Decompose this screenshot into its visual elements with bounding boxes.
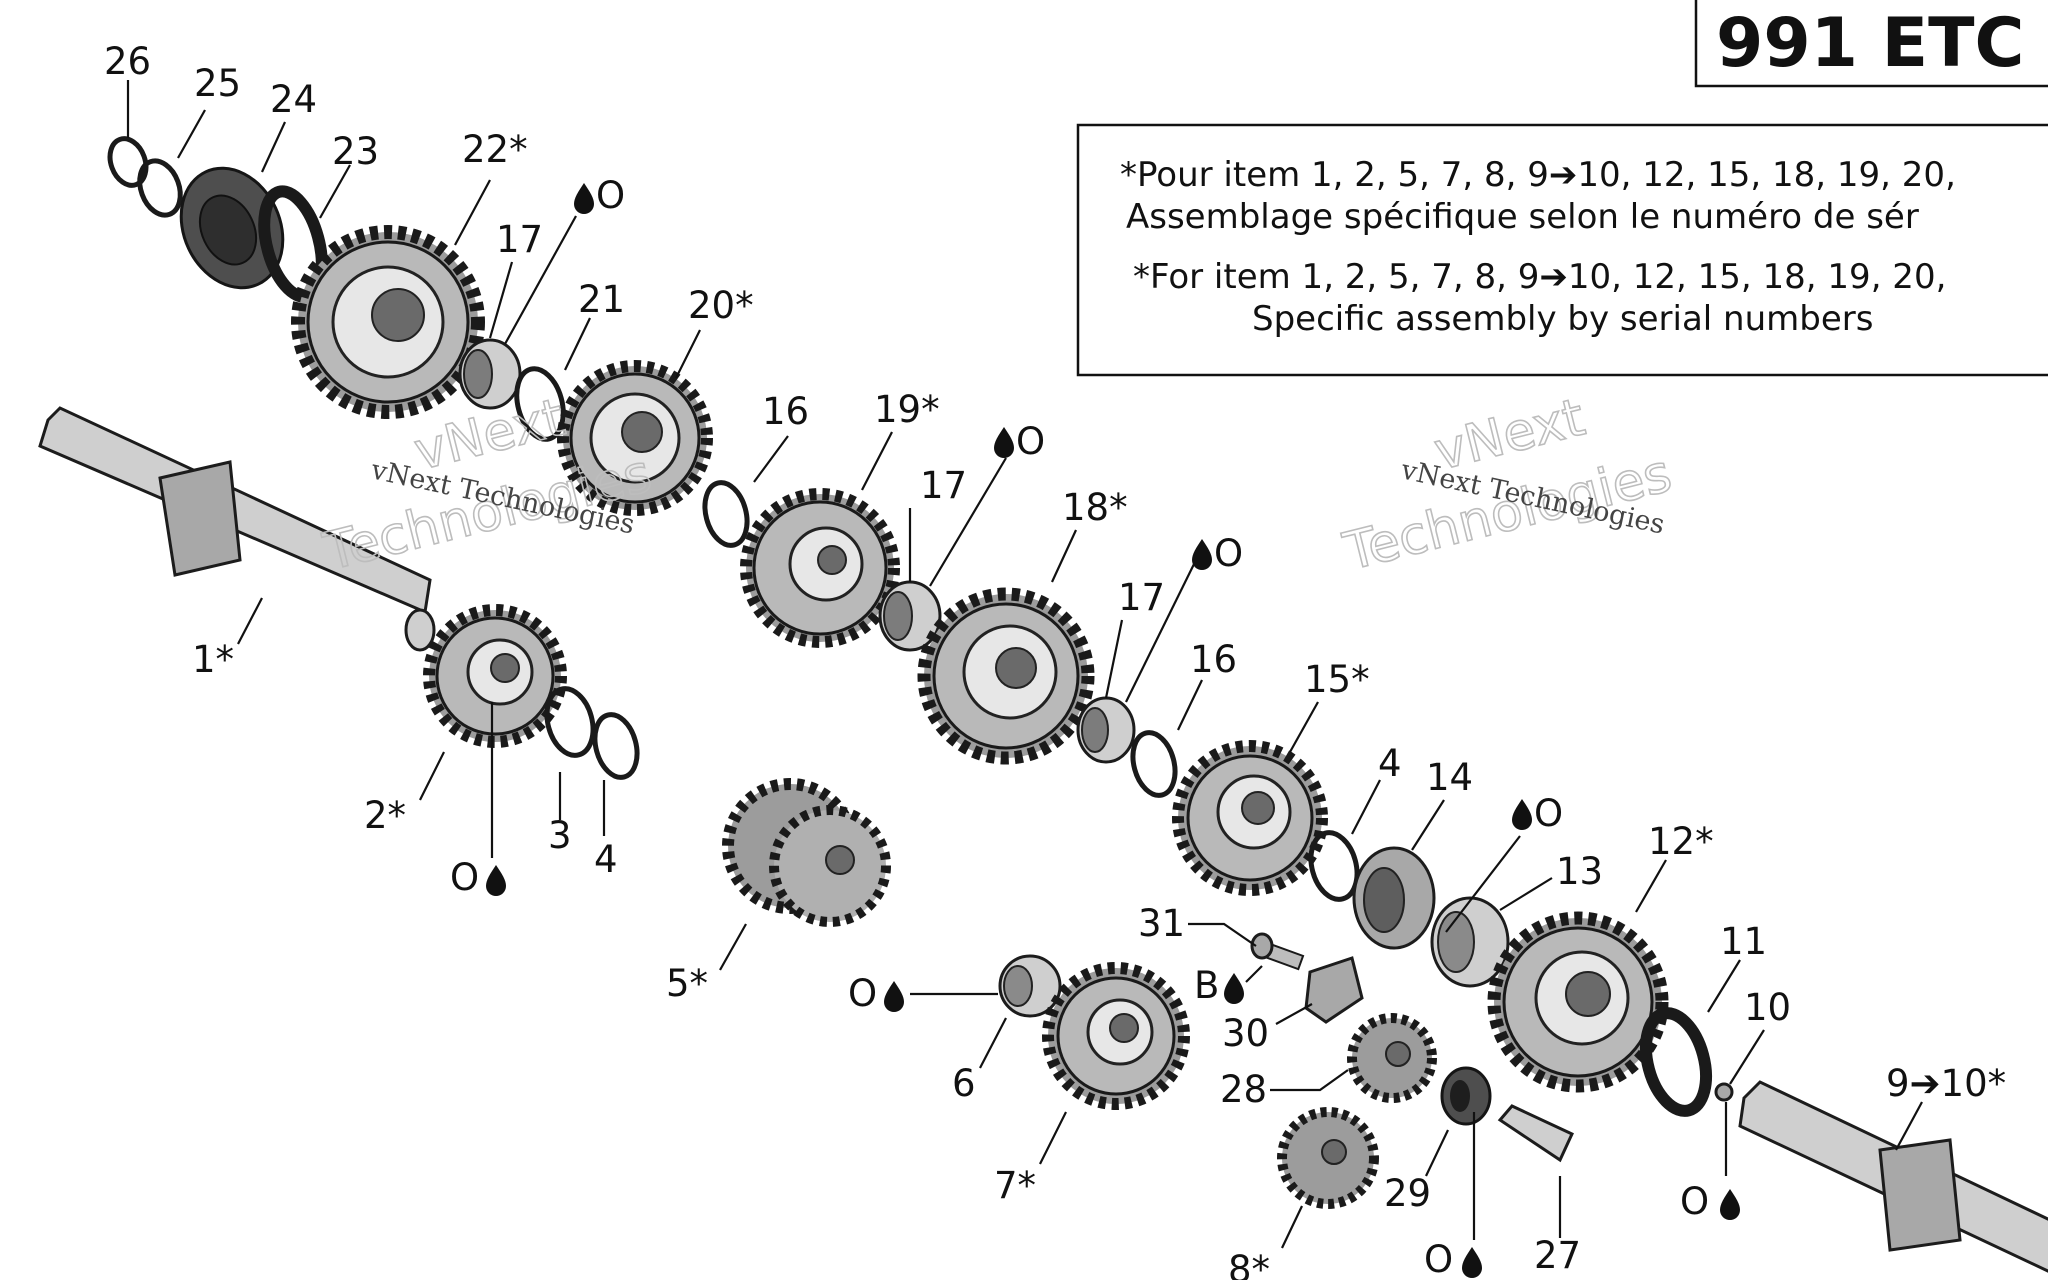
pin-27 (1497, 1104, 1574, 1163)
oil-marker-14-o: O (1534, 792, 1563, 835)
plate-30 (1304, 956, 1364, 1024)
bearing-24 (179, 166, 285, 290)
callout-29: 29 (1384, 1172, 1431, 1215)
gear-18 (917, 587, 1095, 765)
ring-21 (514, 366, 566, 442)
oil-marker-6-o: O (848, 972, 877, 1015)
callout-1: 1* (192, 638, 234, 681)
shaft-1 (38, 406, 436, 652)
oil-marker-29-o: O (1424, 1238, 1453, 1280)
callout-16-lower: 16 (1190, 638, 1237, 681)
title-box: 991 ETC S (1694, 0, 2048, 88)
gear-15 (1172, 740, 1328, 896)
callout-24: 24 (270, 78, 317, 121)
callout-3: 3 (548, 814, 572, 857)
callout-28: 28 (1220, 1068, 1267, 1111)
needle-bearing-29 (1440, 1066, 1492, 1126)
callout-19: 19* (874, 388, 940, 431)
thread-lock-marker: B (1194, 964, 1244, 1007)
callout-13: 13 (1556, 850, 1603, 893)
callout-18: 18* (1062, 486, 1128, 529)
circlip-16-upper (702, 480, 750, 548)
callout-4-left: 4 (594, 838, 618, 881)
bushing-6 (998, 954, 1062, 1018)
note-en-line1: *For item 1, 2, 5, 7, 8, 9➔10, 12, 15, 1… (1133, 257, 1946, 297)
cluster-gear-5 (722, 778, 891, 927)
oil-marker-lower: O (1192, 532, 1243, 575)
callout-6: 6 (952, 1062, 976, 1105)
callout-30: 30 (1222, 1012, 1269, 1055)
bushing-17-mid (878, 580, 942, 652)
gear-7 (1042, 962, 1190, 1110)
bushing-13 (1430, 896, 1510, 988)
callout-16-upper: 16 (762, 390, 809, 433)
callout-23: 23 (332, 130, 379, 173)
oil-marker-29: O (1424, 1238, 1482, 1280)
washer-25 (137, 158, 183, 218)
gear-12 (1487, 911, 1669, 1093)
callout-27: 27 (1534, 1234, 1581, 1277)
oil-marker-6: O (848, 972, 904, 1015)
gear-19 (740, 488, 900, 648)
oil-marker-gear-2-o: O (450, 856, 479, 899)
diagram-title: 991 ETC S (1716, 4, 2048, 83)
callout-21: 21 (578, 278, 625, 321)
bolt-31 (1250, 932, 1305, 971)
circlip-16-lower (1130, 730, 1178, 798)
oil-marker-gear-2: O (450, 856, 506, 899)
callout-26: 26 (104, 40, 151, 83)
leader-lines (126, 80, 1923, 1249)
callout-9-10: 9➔10* (1886, 1062, 2006, 1105)
callout-10: 10 (1744, 986, 1791, 1029)
oil-marker-upper: O (574, 174, 625, 217)
oil-marker-mid-o: O (1016, 420, 1045, 463)
oil-marker-shaft-9: O (1680, 1180, 1740, 1223)
callout-8: 8* (1228, 1248, 1270, 1280)
callout-15: 15* (1304, 658, 1370, 701)
callout-22: 22* (462, 128, 528, 171)
bushing-17-lower (1076, 696, 1136, 764)
callout-25: 25 (194, 62, 241, 105)
notes-box: *Pour item 1, 2, 5, 7, 8, 9➔10, 12, 15, … (1076, 123, 2048, 377)
oil-marker-shaft-9-o: O (1680, 1180, 1709, 1223)
callout-31: 31 (1138, 902, 1185, 945)
callout-5: 5* (666, 962, 708, 1005)
gear-8 (1277, 1107, 1379, 1209)
gear-22 (291, 225, 485, 419)
thread-lock-marker-b: B (1194, 964, 1219, 1007)
callout-12: 12* (1648, 820, 1714, 863)
callout-20: 20* (688, 284, 754, 327)
circlip-4-right (1308, 830, 1360, 902)
gear-28 (1347, 1013, 1437, 1103)
watermark-right: vNext Technologies vNext Technologies (1337, 387, 1678, 584)
circlip-4-left (592, 712, 640, 780)
washer-11 (1640, 1007, 1712, 1117)
oil-marker-mid: O (994, 420, 1045, 463)
shaft-9-10 (1738, 1080, 2048, 1273)
callout-17-upper: 17 (496, 218, 543, 261)
callout-11: 11 (1720, 920, 1767, 963)
gear-2 (423, 604, 567, 748)
oil-marker-lower-o: O (1214, 532, 1243, 575)
callout-4-right: 4 (1378, 742, 1402, 785)
callout-7: 7* (994, 1164, 1036, 1207)
callout-17-mid: 17 (920, 464, 967, 507)
cup-14 (1352, 846, 1436, 950)
note-en-line2: Specific assembly by serial numbers (1252, 299, 1873, 339)
note-fr-line1: *Pour item 1, 2, 5, 7, 8, 9➔10, 12, 15, … (1120, 155, 1956, 195)
callout-labels: 26 25 24 23 22* 17 O 21 20* 16 19* 17 O … (104, 40, 2006, 1280)
callout-14: 14 (1426, 756, 1473, 799)
callout-2: 2* (364, 794, 406, 837)
oil-marker-14: O (1512, 792, 1563, 835)
bushing-17-upper (458, 338, 522, 410)
circlip-26 (107, 136, 149, 188)
oil-marker-upper-o: O (596, 174, 625, 217)
callout-17-lower: 17 (1118, 576, 1165, 619)
note-fr-line2: Assemblage spécifique selon le numéro de… (1126, 197, 1919, 237)
ball-10 (1714, 1082, 1734, 1102)
washer-3 (544, 686, 596, 758)
gear-20 (557, 360, 713, 516)
